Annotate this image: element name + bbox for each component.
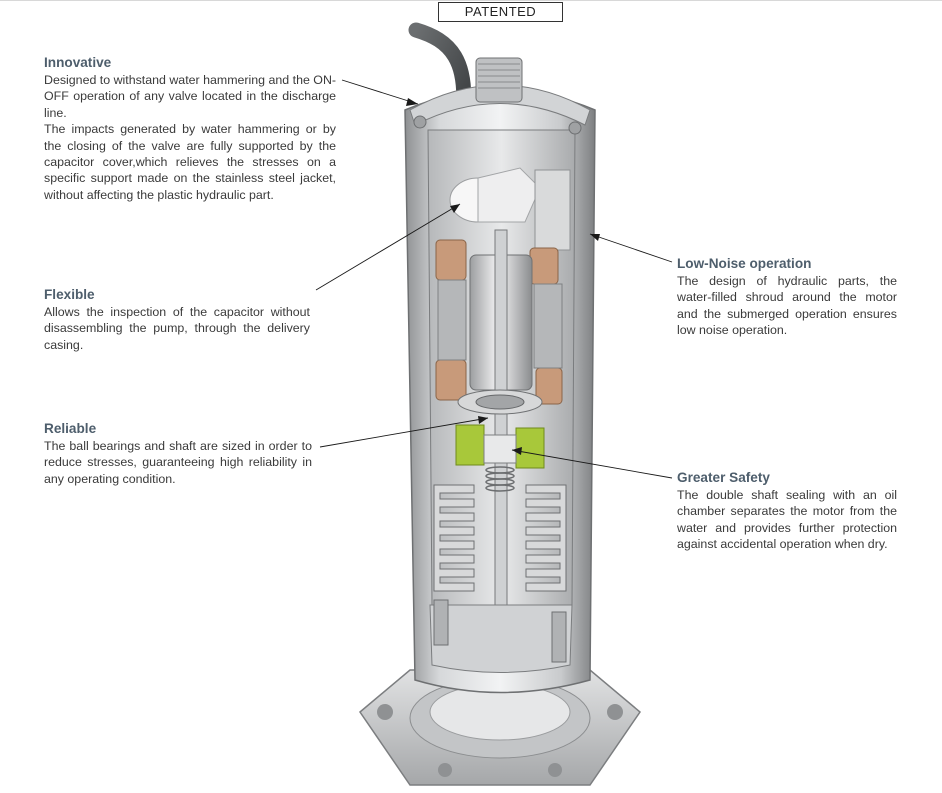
feature-reliable-text: The ball bearings and shaft are sized in… (44, 439, 312, 486)
feature-reliable-title: Reliable (44, 421, 97, 436)
patented-badge: PATENTED (438, 2, 563, 22)
feature-low-noise-text: The design of hydraulic parts, the water… (677, 274, 897, 338)
top-rule (0, 0, 942, 1)
feature-low-noise: Low-Noise operation The design of hydrau… (677, 255, 897, 339)
feature-flexible: Flexible Allows the inspection of the ca… (44, 286, 310, 353)
feature-innovative-title: Innovative (44, 55, 112, 70)
feature-flexible-text: Allows the inspection of the capacitor w… (44, 305, 310, 352)
feature-reliable: Reliable The ball bearings and shaft are… (44, 420, 312, 487)
feature-innovative-text2: The impacts generated by water hammering… (44, 122, 336, 202)
feature-flexible-title: Flexible (44, 287, 95, 302)
feature-greater-safety-text: The double shaft sealing with an oil cha… (677, 488, 897, 552)
feature-innovative: Innovative Designed to withstand water h… (44, 54, 336, 203)
feature-greater-safety: Greater Safety The double shaft sealing … (677, 469, 897, 553)
feature-innovative-text1: Designed to withstand water hammering an… (44, 73, 337, 120)
feature-greater-safety-title: Greater Safety (677, 470, 770, 485)
feature-low-noise-title: Low-Noise operation (677, 256, 812, 271)
